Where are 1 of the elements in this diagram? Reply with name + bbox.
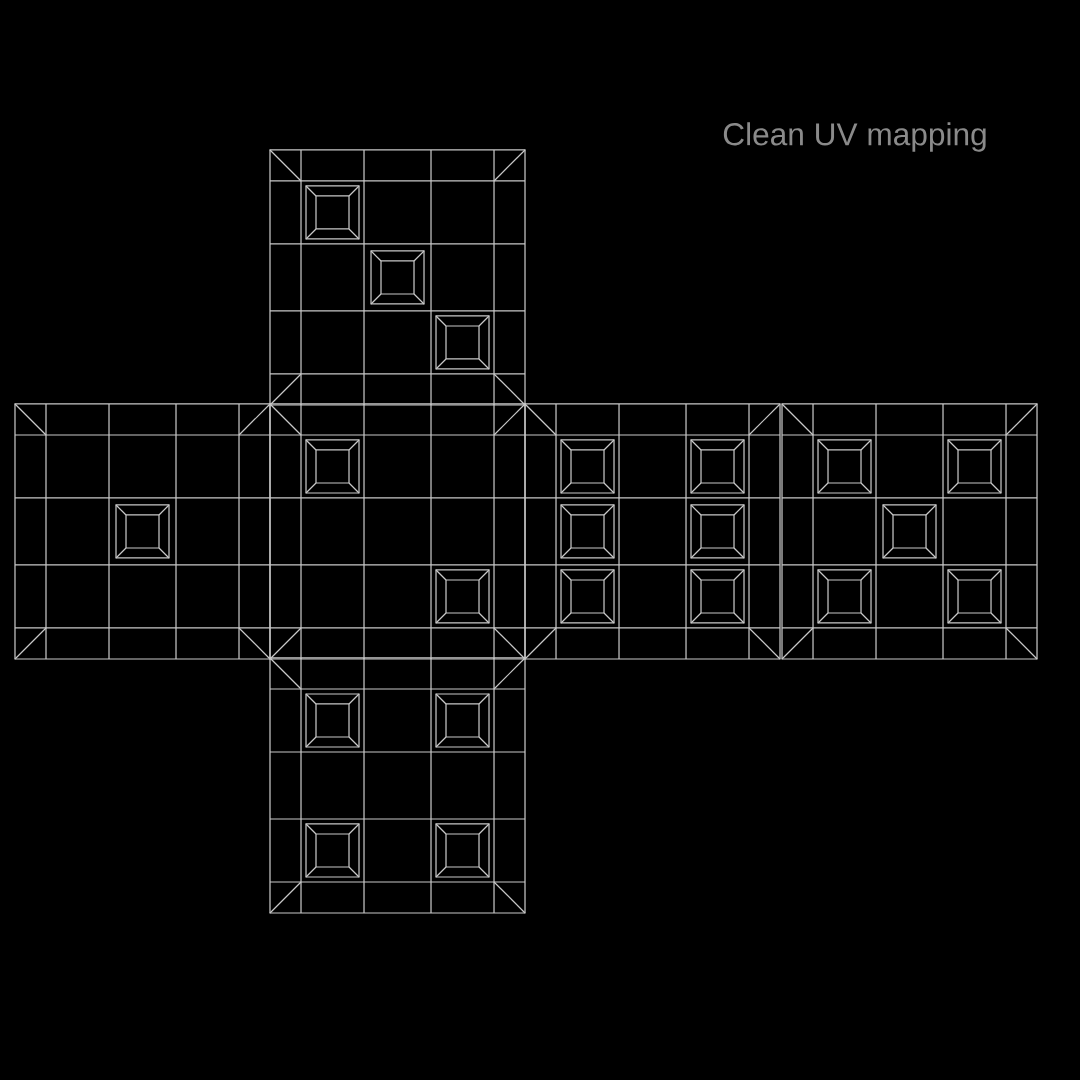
title: Clean UV mapping (723, 122, 986, 152)
